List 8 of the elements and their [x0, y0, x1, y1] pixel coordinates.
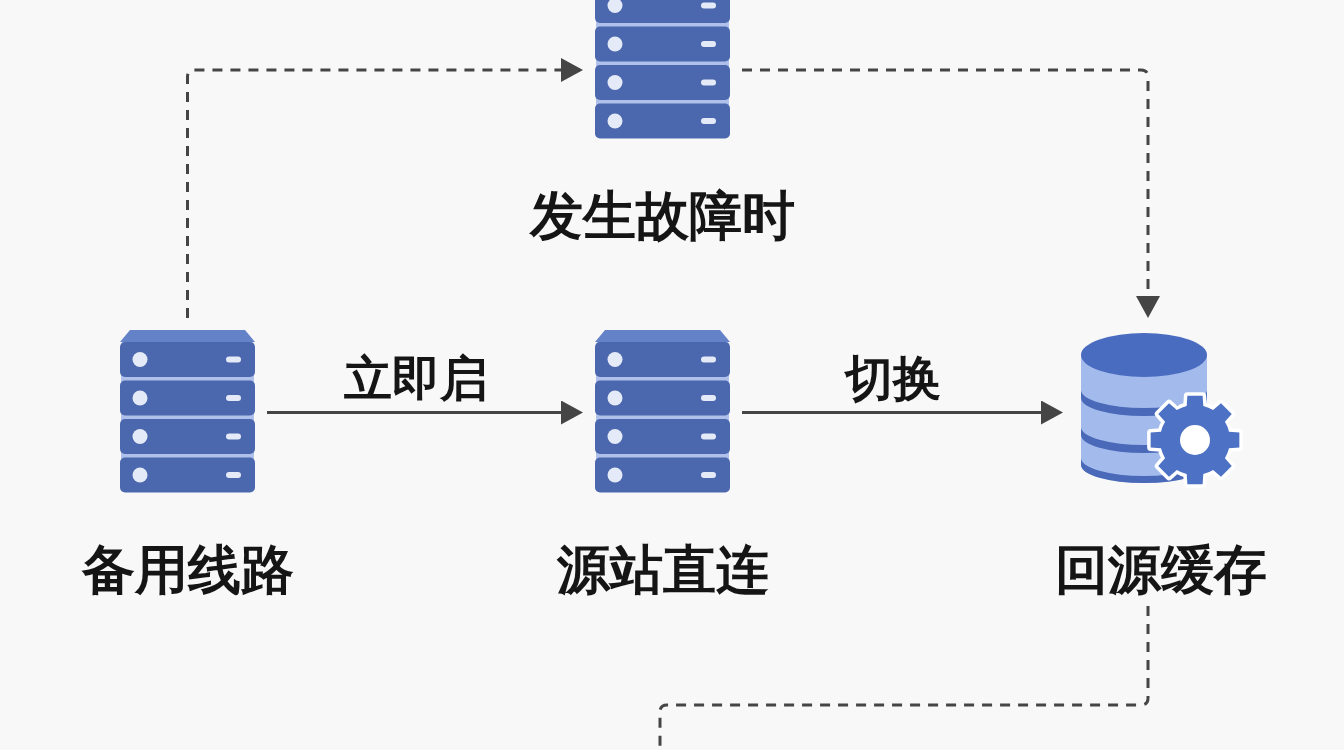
- node-label: 备用线路: [81, 542, 294, 598]
- arrow: [267, 400, 583, 425]
- node-label: 回源缓存: [1055, 542, 1267, 598]
- dashed-arrow: [742, 68, 1160, 318]
- node-label: 源站直连: [556, 542, 769, 598]
- arrow: [742, 400, 1063, 425]
- node-label: 发生故障时: [530, 188, 795, 244]
- dashed-arrow: [186, 58, 583, 318]
